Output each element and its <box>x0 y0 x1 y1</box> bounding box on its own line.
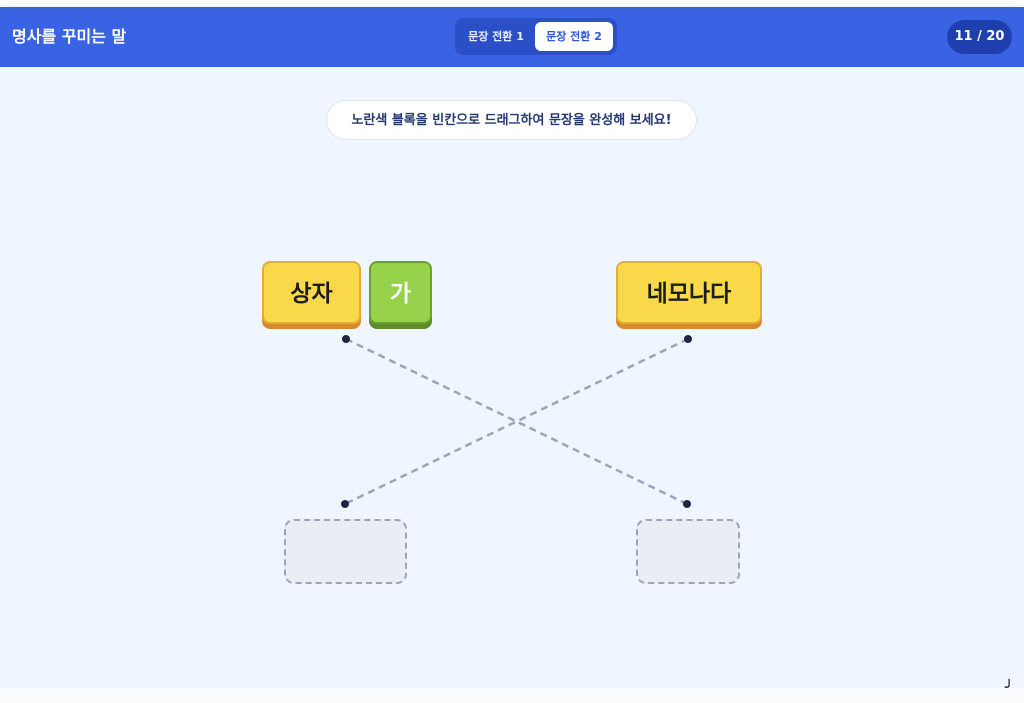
connector-line-1 <box>345 337 688 506</box>
activity-stage: 노란색 블록을 빈칸으로 드래그하여 문장을 완성해 보세요! 상자 가 네모나… <box>0 67 1024 688</box>
connector-lines <box>341 335 692 508</box>
tab-sentence-1[interactable]: 문장 전환 1 <box>468 30 524 43</box>
word-block-nemonada[interactable]: 네모나다 <box>616 261 762 324</box>
connector-dot <box>683 500 691 508</box>
drop-slot-right[interactable] <box>636 519 740 584</box>
connector-dot <box>342 335 350 343</box>
tab-sentence-2[interactable]: 문장 전환 2 <box>535 22 613 51</box>
particle-block-ga[interactable]: 가 <box>369 261 432 324</box>
cursor-icon: ╯ <box>1005 680 1014 696</box>
connector-dot <box>684 335 692 343</box>
connector-dot <box>341 500 349 508</box>
app-header: 명사를 꾸미는 말 문장 전환 1 문장 전환 2 11 / 20 <box>0 7 1024 67</box>
progress-counter: 11 / 20 <box>947 20 1012 54</box>
word-block-sangja[interactable]: 상자 <box>262 261 361 324</box>
connector-line-2 <box>344 337 689 506</box>
bottom-bar <box>0 688 1024 703</box>
instruction-banner: 노란색 블록을 빈칸으로 드래그하여 문장을 완성해 보세요! <box>326 100 697 140</box>
app-title: 명사를 꾸미는 말 <box>12 27 127 46</box>
top-strip <box>0 0 1024 7</box>
drop-slot-left[interactable] <box>284 519 407 584</box>
sentence-tabs: 문장 전환 1 문장 전환 2 <box>455 18 617 55</box>
